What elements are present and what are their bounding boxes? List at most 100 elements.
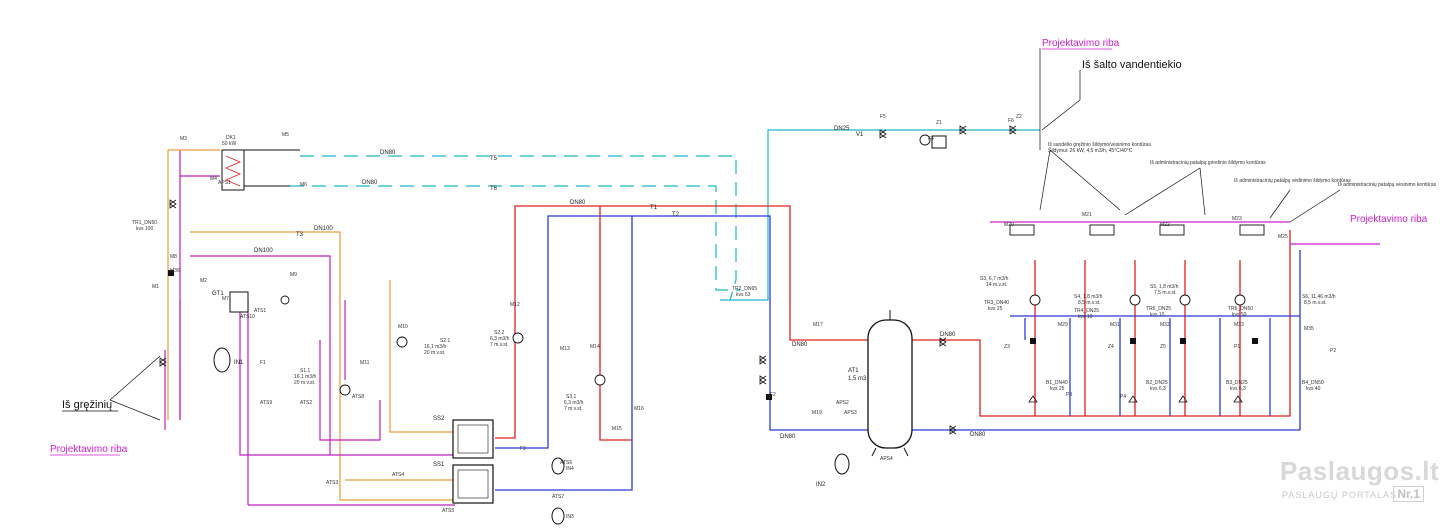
from-wells-label: Iš gręžinių [62,399,112,411]
tag-label: F5 [880,114,886,120]
watermark-title: Paslaugos.lt [1280,456,1440,486]
boundary-top-label: Projektavimo riba [1042,38,1120,49]
tr5-label: TR5_DN25 [1146,306,1171,312]
tag-label: P3 [1066,392,1072,398]
s6-head: 8,5 m.v.st. [1304,300,1327,306]
v1-label: V1 [856,132,864,138]
dn100-b: DN100 [254,248,273,254]
tag-label: Z5 [1160,344,1166,350]
ats1-label: ATS1 [254,308,266,314]
tag-label: M21 [1082,212,1092,218]
b1-label: B1_DN40 [1046,380,1068,386]
tr2-label: TR2_DN65 [732,286,757,292]
pumps [280,134,1246,396]
s21-flow: 16,1 m3/h [424,344,446,350]
tag-label: M31 [1110,322,1120,328]
s4-label: S4, 1,8 m3/h [1074,294,1103,300]
s5-head: 7,5 m.v.st. [1154,290,1177,296]
tag-label: ATS7 [552,494,564,500]
supply-return-pipes [495,205,1380,491]
tag-label: P2 [1330,348,1336,354]
tag-label: M22 [1160,222,1170,228]
tag-label: APS1 [218,180,231,186]
tag-label: ATS4 [392,472,404,478]
s11-label: S1.1 [300,368,311,374]
dk1-label: DK1 [226,135,236,141]
dn80-e: DN80 [940,332,956,338]
s22-flow: 6,3 m3/h [490,336,510,342]
tag-label: M23 [1232,216,1242,222]
tr1-kvs: kvs 100 [136,226,153,232]
tag-label: Z2 [1016,114,1022,120]
watermark-subtitle: PASLAUGŲ PORTALAS [1282,490,1398,500]
boundary-right-label: Projektavimo riba [1350,214,1428,225]
tag-label: APS3 [844,410,857,416]
s3-label: S3, 6,7 m3/h [980,276,1009,282]
heat-exchanger: DK1 50 kW [221,135,245,191]
s4-head: 8,5 m.v.st. [1078,300,1101,306]
gt1-box [229,291,249,313]
tag-label: M15 [612,426,622,432]
gt1-label: GT1 [212,291,224,297]
tag-label: M35 [1304,326,1314,332]
tag-label: M14 [590,344,600,350]
watermark: Paslaugos.lt PASLAUGŲ PORTALAS Nr.1 [1274,456,1439,512]
tag-label: Z4 [1108,344,1114,350]
tag-label: M29 [1058,322,1068,328]
s22-label: S2.2 [494,330,505,336]
tr3-kvs: kvs 25 [988,306,1003,312]
b2-label: B2_DN25 [1146,380,1168,386]
s31-head: 7 m.v.st. [564,406,583,412]
leader-lines [109,48,1341,421]
ss1-label: SS1 [433,462,445,468]
t2-label: T2 [672,212,680,218]
expansion-vessels [213,347,850,525]
b3-kvs: kvs 6,3 [1230,386,1246,392]
s21-label: S2.1 [440,338,451,344]
b1-kvs: kvs 25 [1050,386,1065,392]
dn80-a: DN80 [380,150,396,156]
s21-head: 20 m.v.st. [424,350,445,356]
tag-label: M3 [180,136,187,142]
tag-label: M12 [510,302,520,308]
tag-label: M25 [1278,234,1288,240]
ss2-label: SS2 [433,416,445,422]
note-4: Iš administracinių patalpų vėsinimo kont… [1338,182,1437,188]
s11-head: 20 m.v.st. [294,380,315,386]
note-2: Iš administracinių patalpų grindinio šil… [1150,160,1266,166]
dk1-power: 50 kW [222,141,236,147]
tag-label: M5 [282,132,289,138]
tag-label: M20 [1004,222,1014,228]
dn80-g: DN80 [970,432,986,438]
b3-label: B3_DN25 [1226,380,1248,386]
tag-label: M4 [210,176,217,182]
tr1-label: TR1_DN50 [132,220,157,226]
tag-label: Z3 [1004,344,1010,350]
note-3: Iš administracinių patalpų vėdinimo šild… [1234,178,1351,184]
tag-label: F6 [1008,118,1014,124]
dn80-d: DN80 [792,342,808,348]
tag-label: M1 [152,284,159,290]
dn80-f: DN80 [780,434,796,440]
tag-label: M8 [170,254,177,260]
boundary-left-label: Projektavimo riba [50,444,128,455]
tag-label: ATS9 [260,400,272,406]
at1-volume: 1,5 m3 [848,376,867,382]
ground-loop-pipes [164,149,455,506]
t5-label: T5 [490,156,498,162]
tag-label: M11 [360,360,370,366]
water-meter [931,135,947,149]
tr3-label: TR3_DN40 [984,300,1009,306]
tag-label: F1 [260,360,266,366]
tag-label: M17 [813,322,823,328]
b4-label: B4_DN50 [1302,380,1324,386]
buffer-tank: AT1 1,5 m3 [848,310,913,457]
tag-label: M32 [1160,322,1170,328]
t3-label: T3 [296,232,304,238]
at1-label: AT1 [848,368,859,374]
tag-label: M19 [812,410,822,416]
tr5-kvs: kvs 10 [1150,312,1165,318]
watermark-badge: Nr.1 [1393,486,1424,502]
note-1: Iš sandėlio gręžinio šildymo/vėsinimo ko… [1048,142,1151,148]
tag-label: ATS6 [560,460,572,466]
